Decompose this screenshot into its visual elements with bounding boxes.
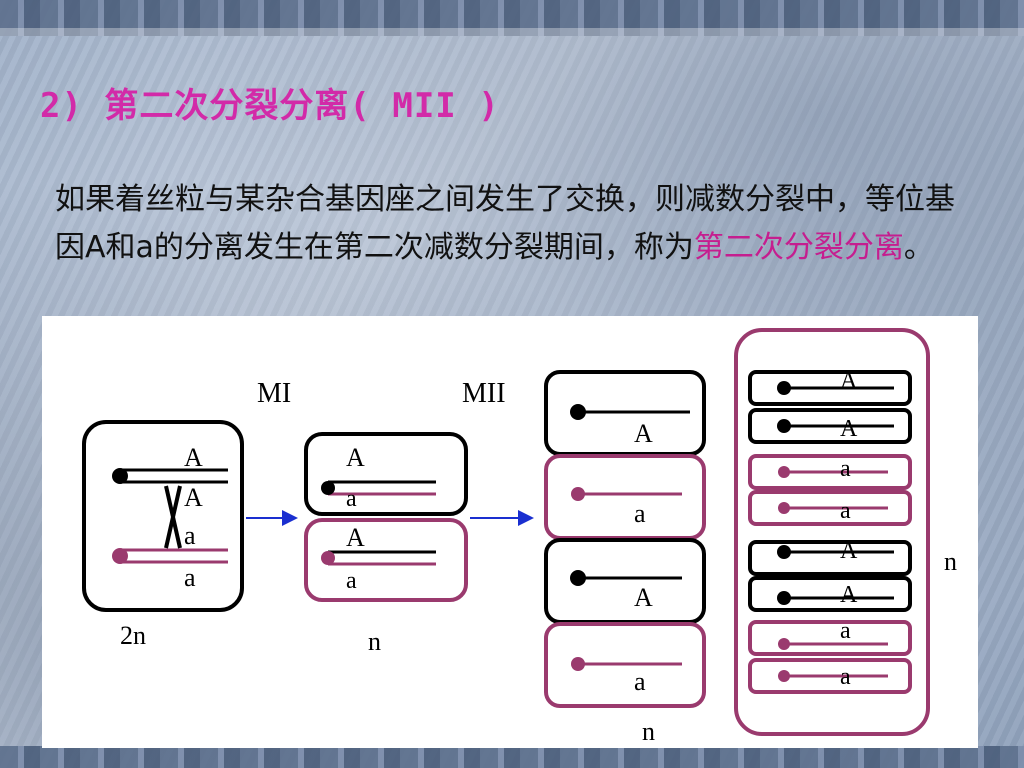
cell-stage3-2: a <box>544 454 706 540</box>
ploidy-label-2n: 2n <box>120 621 146 650</box>
cell-stage2-bottom: A a <box>304 518 468 602</box>
allele-label: a <box>346 486 357 512</box>
allele-label: A <box>840 582 858 608</box>
ploidy-label-n: n <box>368 627 381 656</box>
body-text-highlight: 第二次分裂分离 <box>693 230 904 265</box>
body-text-main: 如果着丝粒与某杂合基因座之间发生了交换，则减数分裂中，等位基因A和a的分离发生在… <box>55 182 955 265</box>
allele-label: A <box>840 368 858 394</box>
cell-stage2-top: A a <box>304 432 468 516</box>
cell-stage3-1: A <box>544 370 706 456</box>
allele-label: A <box>184 483 203 512</box>
ploidy-label-n: n <box>944 547 957 576</box>
cell-stage3-3: A <box>544 538 706 624</box>
top-decorative-band <box>0 0 1024 36</box>
allele-label: a <box>634 499 646 528</box>
allele-label: a <box>634 667 646 696</box>
meiosis-diagram: MI MII A A a a 2n A a A a n <box>42 316 978 748</box>
stage-label-mi: MI <box>257 378 291 409</box>
stage-label-mii: MII <box>462 378 506 409</box>
allele-label: a <box>840 618 851 644</box>
allele-label: a <box>184 521 196 550</box>
cell-stage3-4: a <box>544 622 706 708</box>
allele-label: A <box>346 523 365 552</box>
allele-label: A <box>634 419 653 448</box>
cell-2n: A A a a <box>82 420 244 612</box>
allele-label: A <box>840 416 858 442</box>
allele-label: A <box>634 583 653 612</box>
cell-stage4: A A a a A A a a <box>734 328 930 736</box>
allele-label: a <box>184 563 196 592</box>
slide-title: 2) 第二次分裂分离( MII ) <box>40 86 500 126</box>
allele-label: a <box>840 456 851 482</box>
body-text-end: 。 <box>903 230 934 265</box>
allele-label: a <box>840 498 851 524</box>
allele-label: A <box>184 443 203 472</box>
allele-label: A <box>346 443 365 472</box>
ploidy-label-n: n <box>642 717 655 746</box>
allele-label: a <box>840 664 851 690</box>
slide-body-text: 如果着丝粒与某杂合基因座之间发生了交换，则减数分裂中，等位基因A和a的分离发生在… <box>55 176 955 272</box>
allele-label: a <box>346 568 357 594</box>
bottom-decorative-band <box>0 746 1024 768</box>
allele-label: A <box>840 538 858 564</box>
